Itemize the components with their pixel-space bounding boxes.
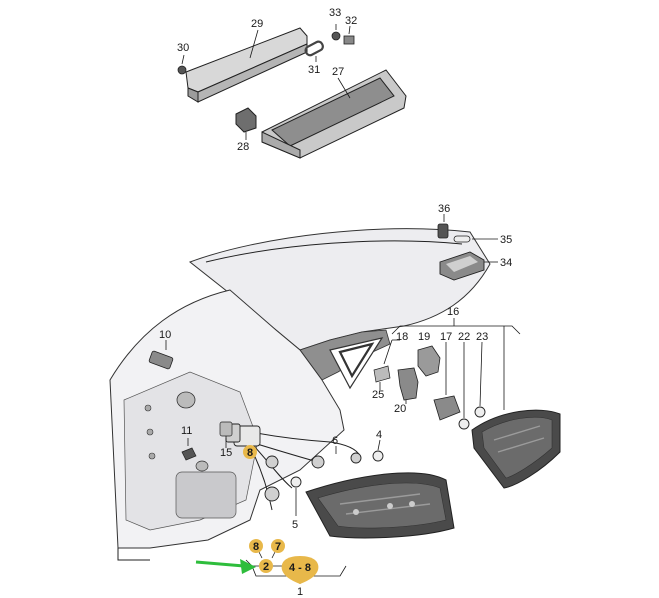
clip-18 — [373, 339, 400, 383]
label-29: 29 — [251, 18, 263, 30]
screw-30 — [177, 54, 187, 75]
connector-10 — [148, 340, 174, 370]
label-15: 15 — [220, 447, 232, 459]
label-11: 11 — [181, 425, 192, 437]
label-16: 16 — [447, 306, 459, 318]
label-25: 25 — [372, 389, 384, 401]
label-6: 6 — [332, 435, 338, 447]
bracket-20 — [397, 367, 419, 404]
label-7: 7 — [275, 541, 281, 553]
callout-2 — [259, 559, 273, 573]
bulb-5 — [290, 476, 302, 516]
label-32: 32 — [345, 15, 357, 27]
label-19: 19 — [418, 331, 430, 343]
label-4: 4 — [376, 429, 382, 441]
label-5: 5 — [292, 519, 298, 531]
label-10: 10 — [159, 329, 171, 341]
holder-19 — [417, 345, 441, 377]
label-36: 36 — [438, 203, 450, 215]
label-8-bottom: 8 — [253, 541, 259, 553]
label-33: 33 — [329, 7, 341, 19]
label-31: 31 — [308, 64, 320, 76]
label-20: 20 — [394, 403, 406, 415]
callout-4-8 — [281, 556, 319, 584]
license-light-34 — [439, 251, 498, 281]
bulb-22 — [458, 342, 470, 430]
brake-light-cover-29 — [185, 27, 308, 103]
label-27: 27 — [332, 66, 344, 78]
label-34: 34 — [500, 257, 512, 269]
callout-8-bottom — [249, 539, 263, 553]
green-pointer-arrow — [195, 559, 256, 574]
bolt-32 — [343, 25, 355, 45]
socket-15 — [219, 421, 233, 448]
brake-light-housing-27 — [261, 69, 407, 159]
callout-8-top — [243, 445, 257, 459]
label-18: 18 — [396, 331, 408, 343]
label-17: 17 — [440, 331, 452, 343]
label-22: 22 — [458, 331, 470, 343]
gasket-31 — [304, 40, 324, 62]
label-28: 28 — [237, 141, 249, 153]
label-1: 1 — [297, 586, 303, 598]
tail-light-outer-1 — [305, 472, 455, 539]
clip-11 — [181, 438, 197, 461]
label-35: 35 — [500, 234, 512, 246]
label-8-top: 8 — [247, 447, 253, 459]
bracket-16 — [391, 318, 521, 410]
tail-light-inner-16 — [471, 409, 561, 489]
bulb-holder-36 — [437, 214, 449, 239]
bulb-4 — [372, 439, 384, 462]
holder-17 — [433, 342, 461, 421]
bulb-23 — [474, 341, 486, 418]
label-30: 30 — [177, 42, 189, 54]
clip-28 — [235, 107, 257, 140]
label-23: 23 — [476, 331, 488, 343]
label-4-8: 4 - 8 — [289, 562, 311, 574]
lens-35 — [453, 235, 498, 243]
label-2: 2 — [263, 561, 269, 573]
callout-7 — [271, 539, 285, 553]
nut-33 — [331, 24, 341, 41]
